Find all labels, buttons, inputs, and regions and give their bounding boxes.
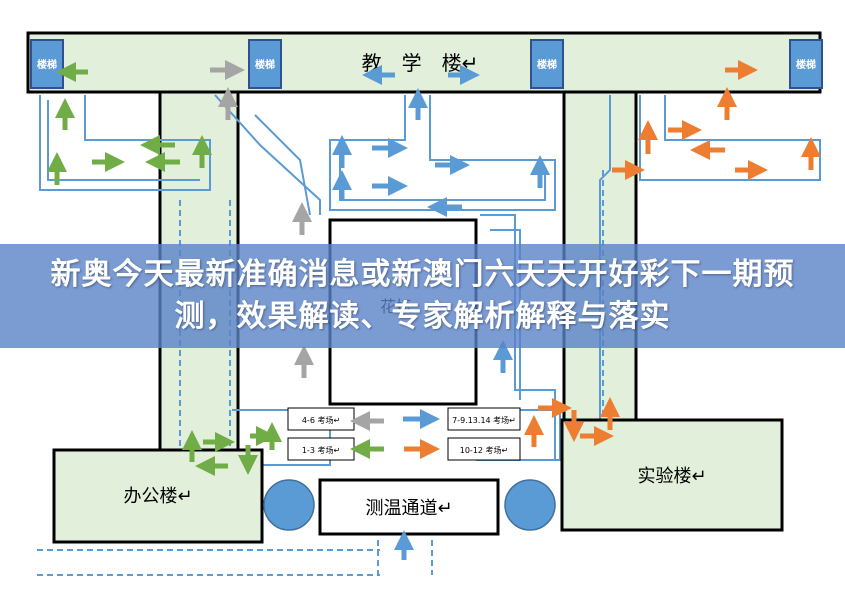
- room-4-6: 4-6 考场↵: [287, 407, 355, 431]
- blue-arrows: [332, 65, 550, 560]
- office-building-label: 办公楼↵: [123, 486, 192, 507]
- room-7-9: 7-9.13.14 考场↵: [447, 407, 521, 431]
- grey-arrows: [210, 60, 384, 431]
- banner-title: 新奥今天最新准确消息或新澳门六天天开好彩下一期预测，效果解读、专家解析解释与落实: [50, 257, 795, 334]
- room-4-6-label: 4-6 考场↵: [302, 416, 340, 425]
- stair-label: 楼梯: [537, 58, 557, 71]
- stair-label: 楼梯: [255, 58, 275, 71]
- orange-arrows: [404, 60, 821, 459]
- room-1-3-label: 1-3 考场↵: [302, 446, 340, 455]
- room-10-12: 10-12 考场↵: [447, 437, 521, 461]
- stair-box-1: 楼梯: [30, 39, 64, 89]
- green-arrows: [47, 62, 384, 476]
- teaching-building: [26, 31, 822, 94]
- teaching-building-label: 教 学 楼↵: [362, 51, 479, 75]
- room-10-12-label: 10-12 考场↵: [460, 446, 509, 455]
- stair-label: 楼梯: [796, 58, 816, 71]
- right-round-marker: [504, 479, 556, 531]
- stair-box-3: 楼梯: [530, 39, 564, 89]
- room-1-3: 1-3 考场↵: [287, 437, 355, 461]
- stair-box-4: 楼梯: [789, 39, 823, 89]
- left-round-marker: [263, 479, 315, 531]
- lab-building-label: 实验楼↵: [637, 466, 706, 487]
- title-banner: 新奥今天最新准确消息或新澳门六天天开好彩下一期预测，效果解读、专家解析解释与落实: [0, 244, 845, 348]
- temperature-check-label: 测温通道↵: [365, 498, 452, 519]
- stair-label: 楼梯: [37, 58, 57, 71]
- stair-box-2: 楼梯: [248, 39, 282, 89]
- room-7-9-label: 7-9.13.14 考场↵: [452, 416, 516, 425]
